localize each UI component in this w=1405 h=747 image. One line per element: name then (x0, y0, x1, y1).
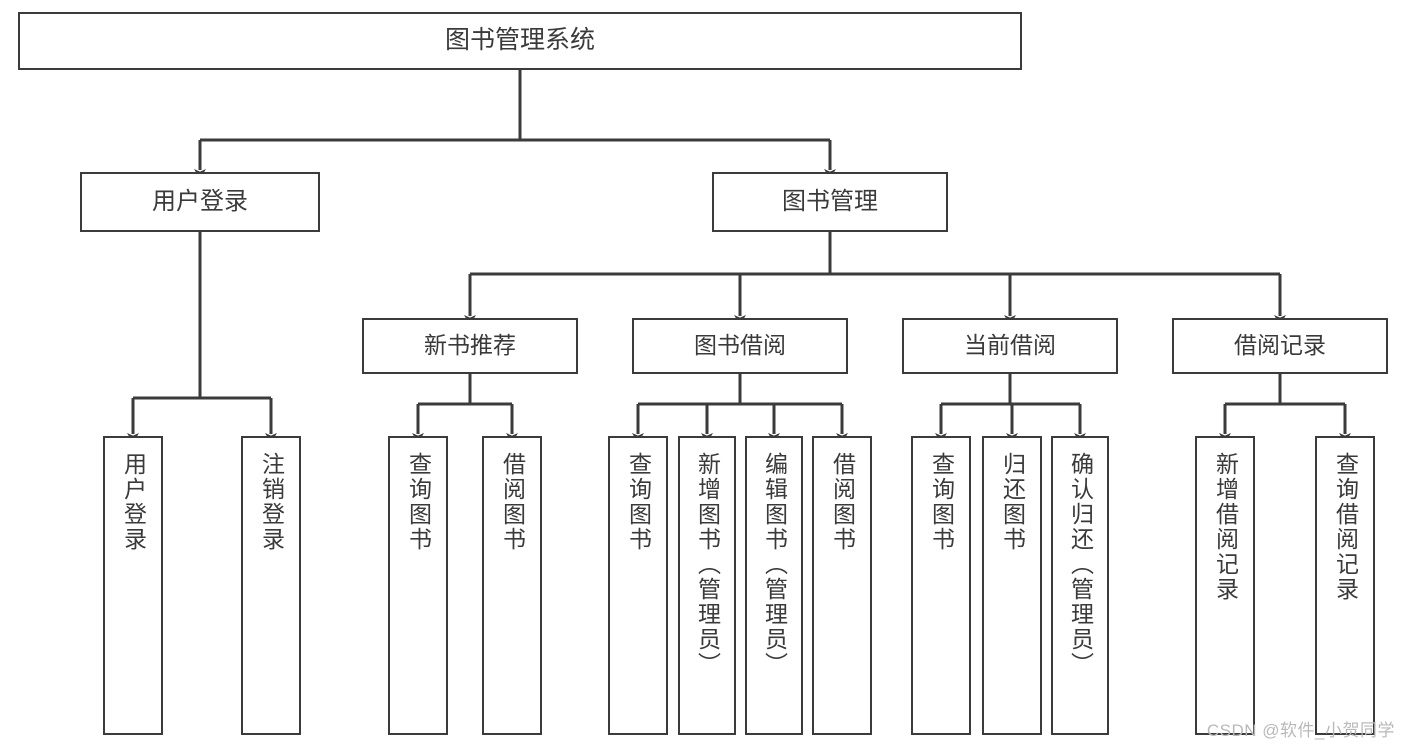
node-leaf-borrow-book-1[interactable]: 借阅图书 (482, 436, 542, 735)
node-label: 新书推荐 (424, 332, 516, 359)
node-label: 图书借阅 (694, 332, 786, 359)
node-leaf-borrow-book-2[interactable]: 借阅图书 (812, 436, 872, 735)
node-label: 查询图书 (625, 452, 652, 552)
node-leaf-add-record[interactable]: 新增借阅记录 (1195, 436, 1255, 735)
node-label: 图书管理系统 (444, 26, 595, 55)
node-borrow-record[interactable]: 借阅记录 (1172, 318, 1388, 374)
node-leaf-user-login[interactable]: 用户登录 (103, 436, 163, 735)
node-label: 查询借阅记录 (1332, 452, 1359, 602)
node-label: 当前借阅 (964, 332, 1056, 359)
node-leaf-query-book-2[interactable]: 查询图书 (608, 436, 668, 735)
node-book-manage[interactable]: 图书管理 (712, 172, 948, 232)
node-leaf-logout[interactable]: 注销登录 (241, 436, 301, 735)
node-label: 新增图书（管理员） (694, 452, 721, 677)
node-label: 新增借阅记录 (1212, 452, 1239, 602)
node-label: 借阅图书 (499, 452, 526, 552)
node-leaf-edit-book[interactable]: 编辑图书（管理员） (745, 436, 803, 735)
node-label: 借阅图书 (829, 452, 856, 552)
node-label: 查询图书 (405, 452, 432, 552)
node-user-login[interactable]: 用户登录 (80, 172, 320, 232)
node-label: 注销登录 (258, 452, 285, 552)
node-label: 归还图书 (999, 452, 1026, 552)
node-leaf-query-book-1[interactable]: 查询图书 (388, 436, 448, 735)
node-current-borrow[interactable]: 当前借阅 (902, 318, 1118, 374)
node-label: 图书管理 (782, 187, 878, 215)
node-label: 查询图书 (928, 452, 955, 552)
node-leaf-query-record[interactable]: 查询借阅记录 (1315, 436, 1375, 735)
node-root[interactable]: 图书管理系统 (18, 12, 1022, 70)
node-new-book-recommend[interactable]: 新书推荐 (362, 318, 578, 374)
node-label: 用户登录 (152, 187, 248, 215)
node-label: 用户登录 (120, 452, 147, 552)
node-leaf-confirm-return[interactable]: 确认归还（管理员） (1051, 436, 1109, 735)
node-leaf-query-book-3[interactable]: 查询图书 (911, 436, 971, 735)
node-label: 确认归还（管理员） (1067, 452, 1094, 677)
node-label: 编辑图书（管理员） (761, 452, 788, 677)
node-leaf-add-book[interactable]: 新增图书（管理员） (678, 436, 736, 735)
node-leaf-return-book[interactable]: 归还图书 (982, 436, 1042, 735)
node-label: 借阅记录 (1234, 332, 1326, 359)
node-book-borrow[interactable]: 图书借阅 (632, 318, 848, 374)
